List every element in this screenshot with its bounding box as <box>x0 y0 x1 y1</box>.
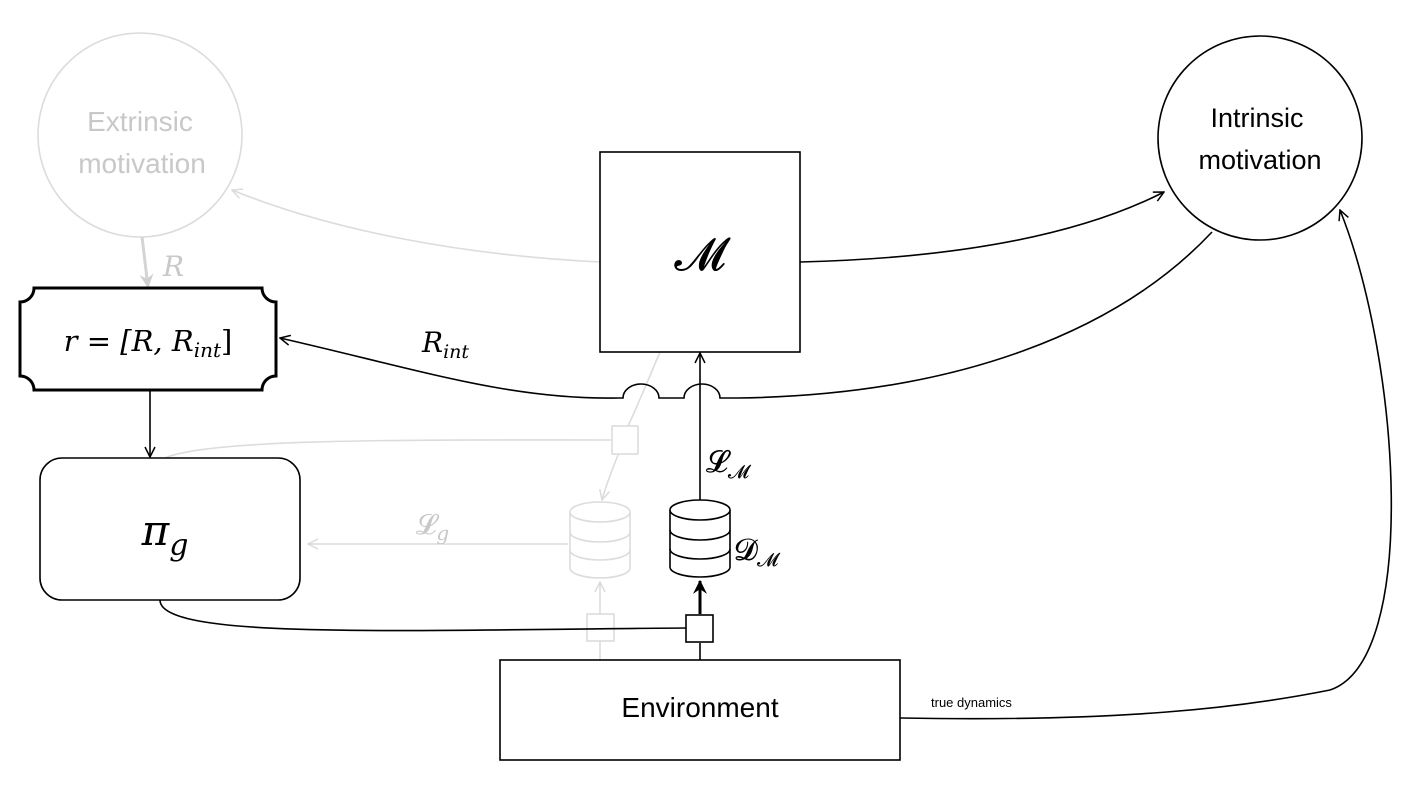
edge-label-R: R <box>162 250 184 283</box>
reward-formula: r = [R, Rint] <box>64 324 233 362</box>
edge-label-L-g-subscript: g <box>436 521 449 545</box>
extrinsic-label-line1: Extrinsic <box>87 106 193 137</box>
edge-label-L-g: 𝓛g <box>416 508 449 545</box>
dataset-model-label-base: 𝓓 <box>734 533 759 568</box>
edge-extrinsic-to-reward <box>139 236 154 289</box>
reward-formula-suffix: ] <box>221 324 232 358</box>
model-node <box>599 151 801 353</box>
extrinsic-label-line2: motivation <box>78 148 206 179</box>
intrinsic-label-line1: Intrinsic <box>1210 103 1303 133</box>
reward-node <box>18 286 278 392</box>
dataset-model-label: 𝓓𝓜 <box>734 533 781 571</box>
faded-junction-node <box>611 425 639 455</box>
intrinsic-motivation-node <box>1157 35 1363 241</box>
edge-label-L-model: 𝓛𝓜 <box>706 445 752 483</box>
extrinsic-motivation-node <box>37 32 243 238</box>
faded-layer <box>37 32 661 660</box>
edge-model-to-intrinsic <box>799 192 1164 263</box>
policy-symbol: πg <box>141 506 189 563</box>
dataset-model-label-subscript: 𝓜 <box>757 549 781 571</box>
edge-model-to-junction <box>627 351 661 427</box>
env-junction-node <box>685 614 714 643</box>
faded-dataset-icon <box>569 501 631 579</box>
policy-symbol-main: π <box>141 506 171 555</box>
edge-label-L-model-subscript: 𝓜 <box>728 461 752 483</box>
edge-label-R-int: Rint <box>421 326 469 363</box>
environment-label: Environment <box>621 692 778 723</box>
edge-label-L-g-base: 𝓛 <box>416 508 440 541</box>
edge-label-true-dynamics: true dynamics <box>931 695 1012 710</box>
edge-label-L-model-base: 𝓛 <box>706 445 731 480</box>
model-symbol: 𝓜 <box>674 227 731 281</box>
intrinsic-label-line2: motivation <box>1198 145 1321 175</box>
policy-node <box>39 457 301 601</box>
faded-env-junction-node <box>586 613 615 642</box>
edge-junction-to-dataset <box>602 454 619 500</box>
policy-symbol-subscript: g <box>169 528 188 563</box>
edge-intrinsic-to-reward <box>280 231 1213 399</box>
reward-formula-main: r = [R, R <box>64 324 194 358</box>
edge-policy-to-junction <box>159 599 687 632</box>
dataset-model-icon <box>669 499 731 578</box>
edge-label-R-int-subscript: int <box>443 341 469 363</box>
edge-junction-to-policy <box>164 439 613 459</box>
environment-node <box>499 659 901 761</box>
reward-formula-subscript: int <box>194 338 222 362</box>
active-edges <box>150 192 1393 720</box>
edge-env-to-intrinsic <box>899 210 1393 720</box>
edge-label-R-int-base: R <box>421 326 443 359</box>
edge-model-to-extrinsic <box>232 190 601 263</box>
